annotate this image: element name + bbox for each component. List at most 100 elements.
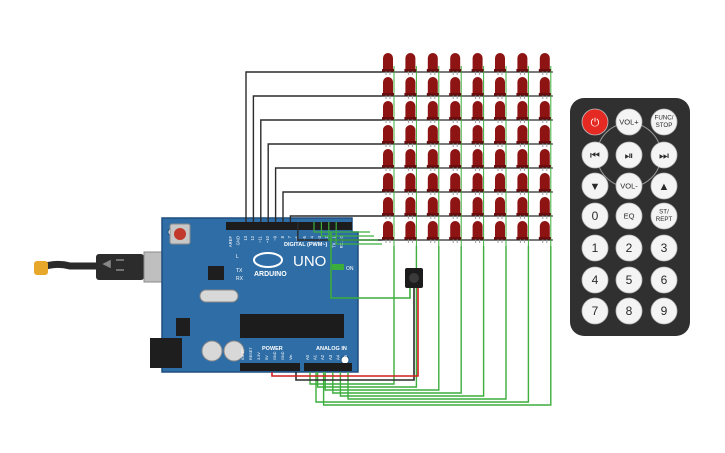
row-wire xyxy=(274,167,382,222)
up-button[interactable]: ▲ xyxy=(650,172,678,200)
remote-button-label: ⏯ xyxy=(625,150,634,162)
usb-cable xyxy=(34,251,175,283)
remote-button-label: 6 xyxy=(661,273,668,287)
digital-pin-label: ~3 xyxy=(317,235,322,240)
column-wire xyxy=(332,246,462,394)
rx-label: RX xyxy=(236,276,244,282)
column-wire xyxy=(320,222,374,237)
led xyxy=(404,197,417,219)
column-wire xyxy=(328,222,378,241)
led xyxy=(538,53,551,75)
reset-button[interactable] xyxy=(169,223,191,245)
led xyxy=(516,149,529,171)
column-wire xyxy=(324,246,440,391)
digit-2-button[interactable]: 2 xyxy=(615,234,643,262)
remote-button-label: FUNC/ xyxy=(655,115,674,122)
power-header xyxy=(240,363,300,371)
digit-0-button[interactable]: 0 xyxy=(581,202,609,230)
led xyxy=(494,149,506,171)
led xyxy=(382,125,394,147)
digital-label: DIGITAL (PWM~) xyxy=(284,242,328,248)
on-label: ON xyxy=(346,266,354,272)
power-label: POWER xyxy=(262,346,283,352)
down-button[interactable]: ▼ xyxy=(581,172,609,200)
digit-7-button[interactable]: 7 xyxy=(581,297,609,325)
led xyxy=(471,221,484,243)
led xyxy=(494,101,506,123)
led xyxy=(449,53,462,75)
led xyxy=(494,53,506,75)
led xyxy=(471,125,484,147)
digital-pin-label: TX→1 xyxy=(332,235,337,248)
led xyxy=(382,77,394,99)
remote-button-label: VOL+ xyxy=(619,118,639,127)
led xyxy=(538,77,551,99)
rewind-button[interactable]: ⏮ xyxy=(581,141,609,169)
digit-3-button[interactable]: 3 xyxy=(650,234,678,262)
power-pin-label: Vin xyxy=(289,355,293,360)
capacitor xyxy=(201,340,223,362)
led xyxy=(449,197,462,219)
led xyxy=(382,197,394,219)
led xyxy=(471,77,484,99)
column-wire xyxy=(335,222,382,245)
column-wire xyxy=(347,246,507,400)
arduino-board: ARDUINO UNO DIGITAL (PWM~) ANALOG IN POW… xyxy=(150,217,359,373)
column-wire xyxy=(309,246,395,385)
eq-button[interactable]: EQ xyxy=(615,202,643,230)
analog-label: ANALOG IN xyxy=(316,346,347,352)
power-button[interactable]: ⏻ xyxy=(581,108,609,136)
remote-button-label: ⏭ xyxy=(659,150,669,162)
digital-header xyxy=(226,222,352,230)
fast-forward-button[interactable]: ⏭ xyxy=(650,141,678,169)
remote-button-label: ⏮ xyxy=(590,150,600,162)
st-rept-button[interactable]: ST/REPT xyxy=(650,202,678,230)
digit-5-button[interactable]: 5 xyxy=(615,266,643,294)
digit-4-button[interactable]: 4 xyxy=(581,266,609,294)
led xyxy=(404,173,417,195)
digit-8-button[interactable]: 8 xyxy=(615,297,643,325)
power-pin-label: 3.3V xyxy=(257,352,261,360)
led xyxy=(494,77,506,99)
remote-button-label: 8 xyxy=(626,304,633,318)
capacitor xyxy=(223,340,245,362)
led xyxy=(382,53,394,75)
led xyxy=(382,173,394,195)
led xyxy=(404,77,417,99)
remote-button-label: 1 xyxy=(592,241,599,255)
remote-button-label: 5 xyxy=(626,273,633,287)
column-wire xyxy=(315,246,530,403)
analog-pin-label: A2 xyxy=(320,354,325,360)
digital-pin-label: ~9 xyxy=(272,235,277,240)
digit-1-button[interactable]: 1 xyxy=(581,234,609,262)
l-led-label: L xyxy=(236,254,239,260)
led xyxy=(404,149,417,171)
microcontroller-chip xyxy=(240,314,344,338)
digit-6-button[interactable]: 6 xyxy=(650,266,678,294)
row-wires xyxy=(245,71,382,241)
led xyxy=(449,149,462,171)
model-label: UNO xyxy=(293,253,326,270)
led xyxy=(449,77,462,99)
row-wire xyxy=(282,191,382,222)
led xyxy=(426,173,439,195)
led xyxy=(538,221,551,243)
led xyxy=(516,173,529,195)
power-pin-label: 5V xyxy=(265,355,269,360)
crystal xyxy=(199,289,239,303)
digital-pin-label: 7 xyxy=(287,235,292,238)
func-stop-button[interactable]: FUNC/STOP xyxy=(650,108,678,136)
vol-down-button[interactable]: VOL- xyxy=(615,172,643,200)
arduino-logo-icon xyxy=(253,252,283,268)
row-wire xyxy=(289,215,382,222)
led xyxy=(426,221,439,243)
play-pause-button[interactable]: ⏯ xyxy=(615,141,643,169)
led xyxy=(471,53,484,75)
analog-pin-label: A1 xyxy=(313,354,318,360)
digit-9-button[interactable]: 9 xyxy=(650,297,678,325)
vol-up-button[interactable]: VOL+ xyxy=(615,108,643,136)
led xyxy=(426,197,439,219)
